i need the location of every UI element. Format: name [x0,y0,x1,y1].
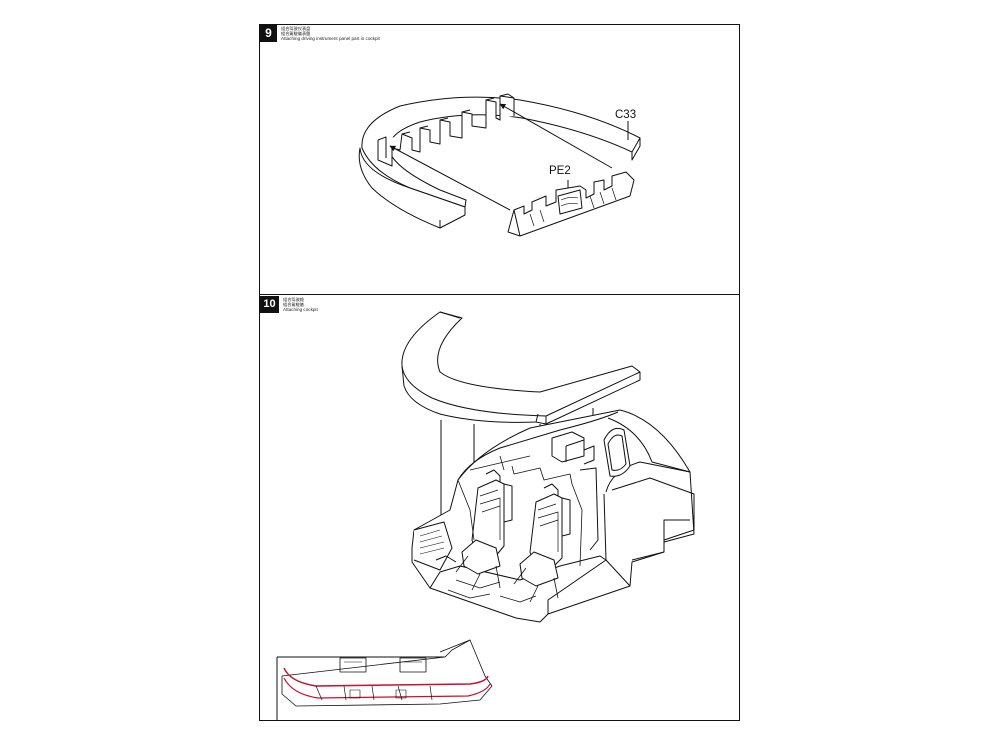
step-divider [259,294,740,295]
part-pe2-panel [507,171,635,237]
callout-pe2: PE2 [549,165,571,177]
step-10-caption-en: Attaching cockpit [283,307,318,312]
step-10-number: 10 [260,296,279,313]
step-9-caption: 组合驾驶仪表盘 組合駕駛儀表盤 Attaching driving instru… [281,26,380,41]
step-9-number: 9 [260,25,277,42]
reference-inset [276,639,493,721]
arrow-pe2-to-coaming-left [389,145,511,211]
part-c33-panel-teeth [377,93,515,167]
part-c33-coaming-step10 [401,311,641,425]
ejection-seat-left [455,469,513,591]
callout-c33: C33 [615,109,637,121]
step-10-caption-line2: 組合駕駛艙 [283,302,304,307]
step-9-caption-en: Attaching driving instrument panel part … [281,36,380,41]
arrow-pe2-to-coaming-right [499,103,613,169]
step-9-caption-line2: 組合駕駛儀表盤 [281,31,311,36]
ejection-seat-right [513,483,571,603]
part-cockpit-tub [411,409,695,623]
instruction-sheet-frame [259,24,740,721]
step-9-caption-line1: 组合驾驶仪表盘 [281,26,311,31]
step-10-caption-line1: 组合驾驶舱 [283,297,304,302]
step-10-caption: 组合驾驶舱 組合駕駛艙 Attaching cockpit [283,297,318,312]
